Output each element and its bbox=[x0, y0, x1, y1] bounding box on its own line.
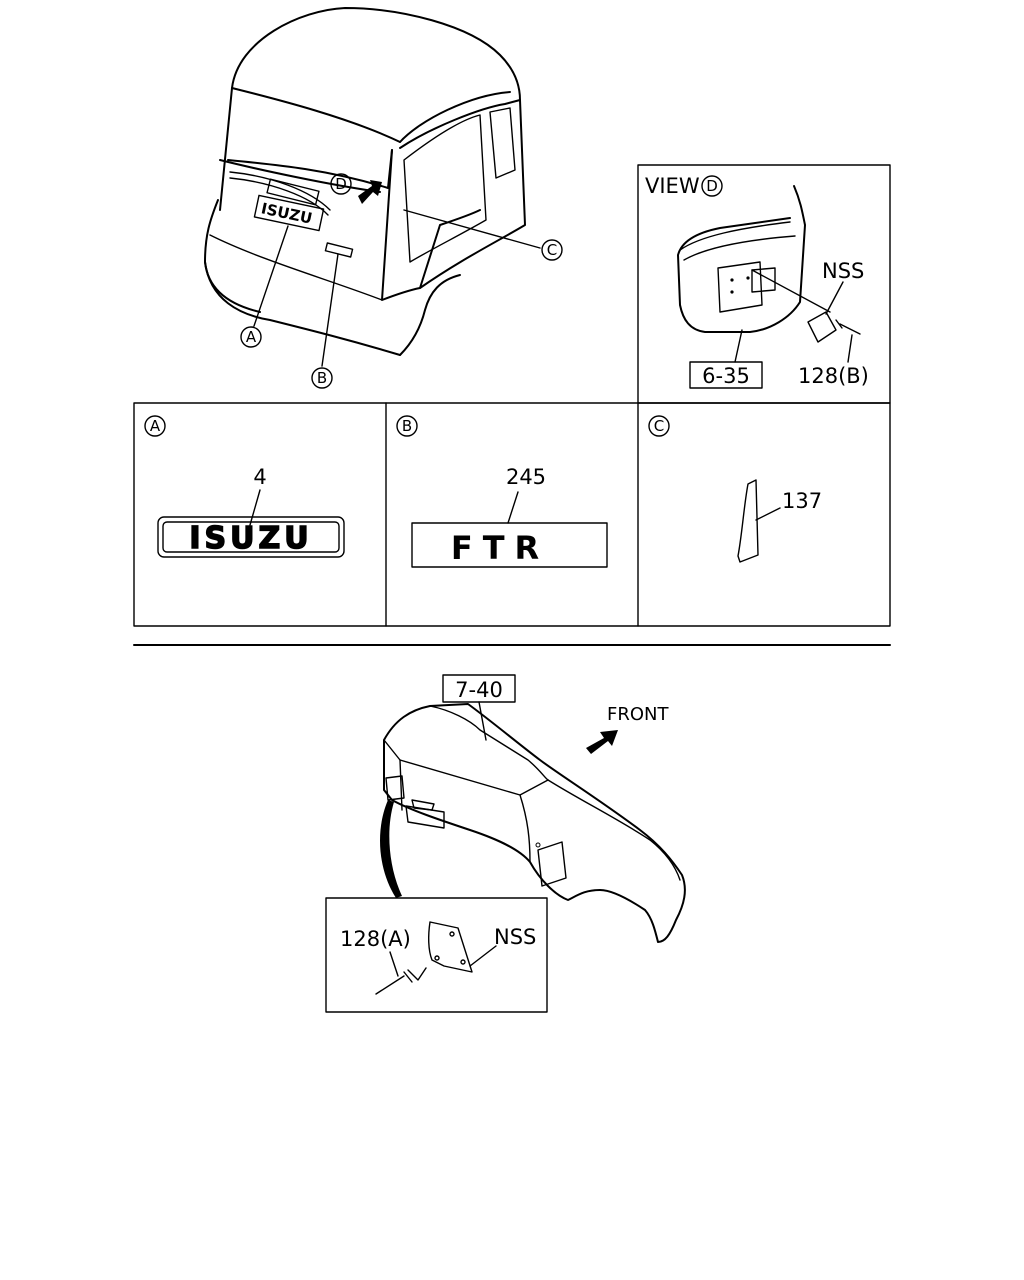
dashboard-inset: 128(A) NSS bbox=[325, 897, 548, 1013]
callout-a: A bbox=[240, 326, 262, 348]
svg-text:A: A bbox=[246, 328, 257, 346]
front-label: FRONT bbox=[607, 704, 669, 725]
ftr-emblem bbox=[411, 522, 608, 568]
dashboard-illustration: 7-40 FRONT bbox=[380, 674, 686, 943]
svg-text:D: D bbox=[335, 175, 347, 193]
pillar-trim bbox=[737, 479, 759, 563]
dashboard-rivet-label: 128(A) bbox=[340, 927, 411, 951]
svg-text:B: B bbox=[402, 417, 412, 435]
panel-c: C 137 bbox=[648, 415, 822, 563]
view-d-ref-box bbox=[689, 361, 763, 389]
isuzu-emblem-text: ISUZU bbox=[189, 521, 312, 556]
panel-b-part-label: 245 bbox=[506, 465, 546, 489]
detail-panels bbox=[133, 402, 891, 646]
view-d-rivet-label: 128(B) bbox=[798, 364, 869, 388]
panel-b: B 245 FTR bbox=[396, 415, 608, 568]
callout-b: B bbox=[311, 367, 333, 389]
dashboard-ref-label: 7-40 bbox=[455, 678, 503, 702]
ftr-emblem-text: FTR bbox=[451, 529, 549, 567]
view-d-panel: VIEW D NSS 6-35 128(B) bbox=[637, 164, 891, 404]
panel-a-part-label: 4 bbox=[253, 465, 266, 489]
view-d-nss-label: NSS bbox=[822, 259, 864, 283]
svg-text:A: A bbox=[150, 417, 161, 435]
dashboard-nss-label: NSS bbox=[494, 925, 536, 949]
isuzu-emblem bbox=[157, 516, 345, 558]
svg-text:B: B bbox=[317, 369, 327, 387]
svg-text:C: C bbox=[654, 417, 664, 435]
cab-illustration: ISUZU bbox=[204, 7, 541, 367]
svg-text:D: D bbox=[706, 177, 718, 195]
panel-a: A 4 ISUZU bbox=[144, 415, 345, 558]
view-d-ref-label: 6-35 bbox=[702, 364, 750, 388]
callout-c: C bbox=[541, 239, 563, 261]
callout-d: D bbox=[330, 173, 352, 195]
front-arrow-icon bbox=[586, 730, 618, 754]
panel-c-part-label: 137 bbox=[782, 489, 822, 513]
svg-text:C: C bbox=[547, 241, 557, 259]
view-d-title: VIEW bbox=[645, 174, 700, 198]
